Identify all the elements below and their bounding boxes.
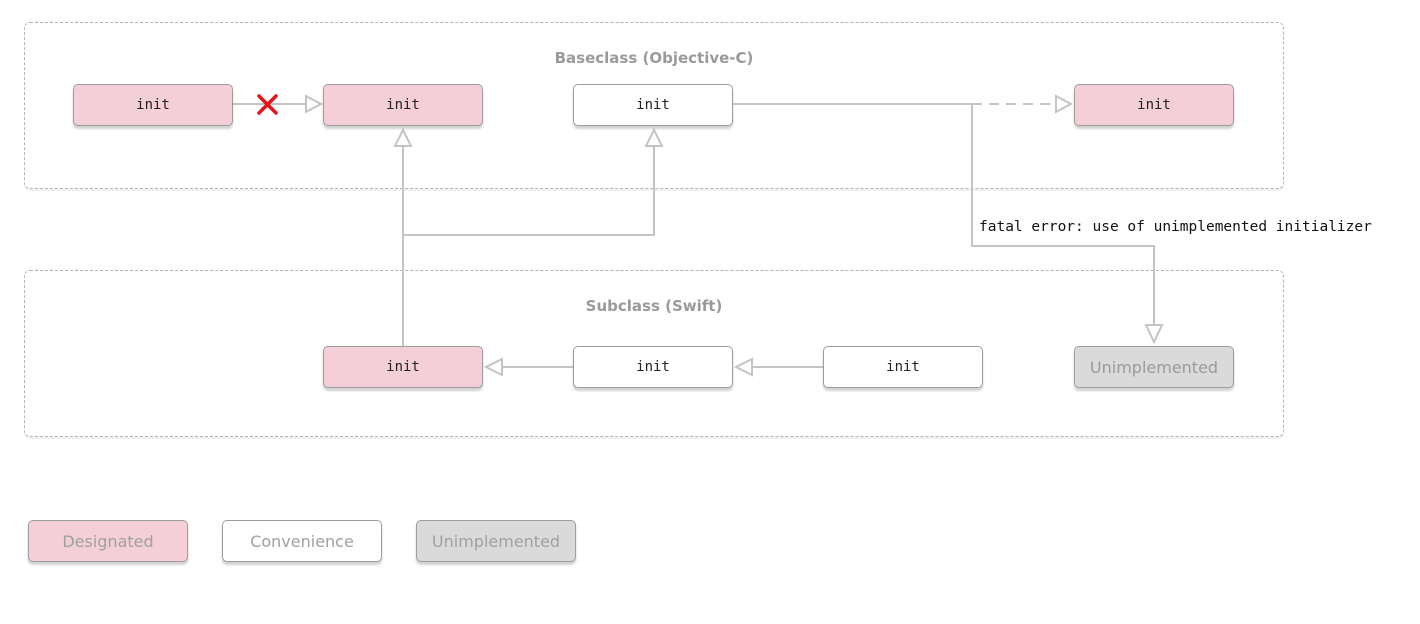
subclass-group: Subclass (Swift)	[24, 270, 1284, 437]
edge-base3-unimplemented	[971, 104, 1155, 325]
sub-unimplemented: Unimplemented	[1074, 346, 1234, 388]
base-init-4: init	[1074, 84, 1234, 126]
fatal-error-label: fatal error: use of unimplemented initia…	[979, 219, 1372, 235]
sub-init-2: init	[573, 346, 733, 388]
edge-sub1-base3	[403, 146, 655, 236]
baseclass-title: Baseclass (Objective-C)	[554, 49, 754, 67]
sub-init-1: init	[323, 346, 483, 388]
base-init-3: init	[573, 84, 733, 126]
base-init-1: init	[73, 84, 233, 126]
legend-unimplemented: Unimplemented	[416, 520, 576, 562]
arrowhead-base2-bottom	[393, 127, 413, 147]
arrowhead-base3-bottom	[644, 127, 664, 147]
arrowhead-unimplemented-top	[1144, 324, 1164, 345]
legend-designated: Designated	[28, 520, 188, 562]
subclass-title: Subclass (Swift)	[585, 297, 723, 315]
arrowhead-base4-left	[1055, 94, 1074, 114]
legend-convenience: Convenience	[222, 520, 382, 562]
blocked-cross-icon	[257, 94, 278, 115]
arrowhead-base2-left	[305, 94, 324, 114]
sub-init-3: init	[823, 346, 983, 388]
arrowhead-sub2-right	[733, 357, 753, 377]
base-init-2: init	[323, 84, 483, 126]
arrowhead-sub1-right	[483, 357, 503, 377]
